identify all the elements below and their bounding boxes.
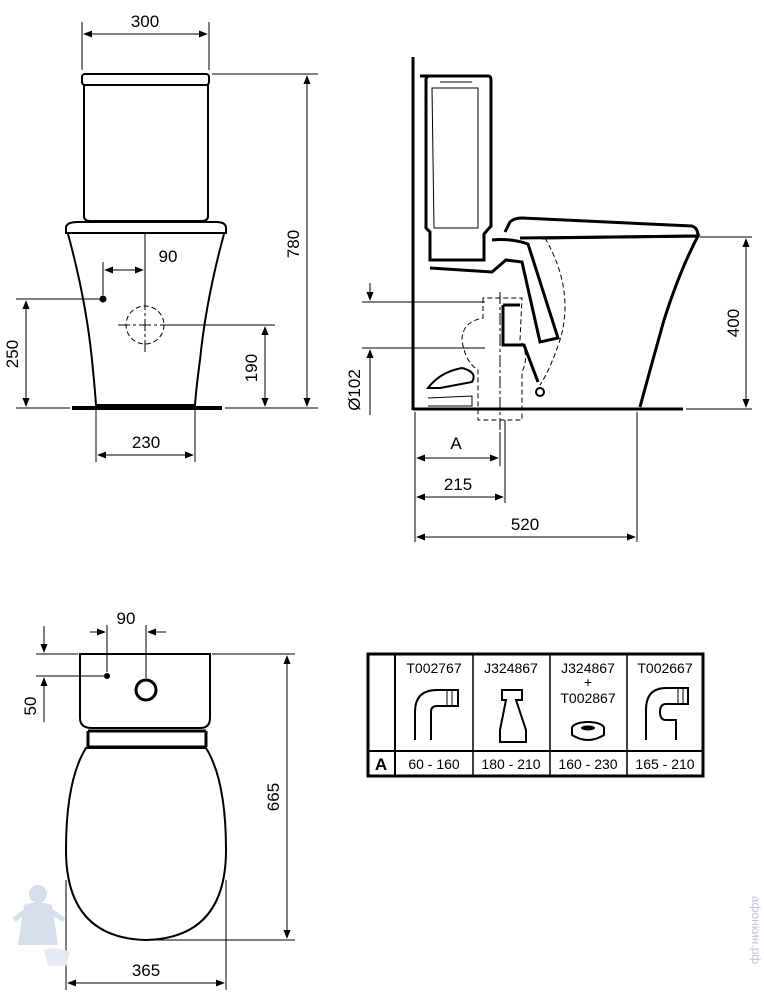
table-col3-code: J324867	[561, 660, 615, 676]
dim-side-520: 520	[511, 515, 539, 534]
table-row-label: A	[375, 755, 387, 774]
dim-side-pipe-diameter: Ø102	[345, 369, 364, 411]
side-view: 400 Ø102 A 215 520	[345, 57, 752, 542]
dim-top-length: 665	[264, 783, 283, 811]
dim-front-height: 780	[284, 230, 303, 258]
table-col3-range: 160 - 230	[558, 756, 617, 772]
top-bowl	[64, 747, 228, 942]
front-cistern-body	[83, 85, 209, 222]
dim-front-inlet-height: 250	[3, 340, 22, 368]
connector-ring-icon	[571, 721, 605, 741]
front-cistern-lid	[81, 73, 210, 86]
dim-top-width: 365	[132, 961, 160, 980]
watermark-plumber-logo	[12, 885, 70, 966]
side-flush-channel	[429, 238, 560, 344]
front-view: 300 780 90 250 190 230	[3, 12, 318, 462]
front-bowl-top	[65, 221, 227, 234]
dim-front-top-width: 300	[131, 12, 159, 31]
table-col1-range: 60 - 160	[408, 756, 460, 772]
top-flush-button	[134, 678, 158, 702]
connector-90-bend-icon	[414, 689, 459, 740]
table-col4-range: 165 - 210	[635, 756, 694, 772]
dim-top-inlet-offset: 90	[117, 609, 136, 628]
connector-table: A T002767 60 - 160 J324867 180 - 210 J32…	[366, 652, 705, 778]
dim-front-inlet-offset: 90	[159, 247, 178, 266]
side-trapway	[539, 237, 566, 386]
top-inlet-dot	[104, 673, 110, 679]
top-view: 90 50 665 365	[21, 609, 295, 990]
front-inlet-dot	[99, 295, 107, 303]
dim-side-height: 400	[724, 309, 743, 337]
table-col1-code: T002767	[406, 660, 461, 676]
dim-front-outlet-height: 190	[242, 354, 261, 382]
side-cistern	[420, 74, 493, 262]
watermark-text: афонкин.рф	[749, 896, 763, 964]
dim-side-a: A	[450, 434, 462, 453]
side-seat	[503, 216, 700, 240]
side-bowl	[519, 234, 701, 408]
top-cistern	[79, 653, 211, 729]
table-col2-code: J324867	[484, 660, 538, 676]
connector-p-trap-icon	[645, 687, 689, 740]
dim-top-inlet-depth: 50	[21, 697, 40, 716]
table-col3-plus: +	[584, 674, 592, 690]
table-col4-code: T002667	[637, 660, 692, 676]
table-col3-code2: T002867	[560, 690, 615, 706]
table-col2-range: 180 - 210	[481, 756, 540, 772]
dim-front-base-width: 230	[132, 433, 160, 452]
connector-offset-pan-icon	[499, 689, 527, 743]
dim-side-215: 215	[444, 475, 472, 494]
front-pedestal	[67, 233, 225, 406]
